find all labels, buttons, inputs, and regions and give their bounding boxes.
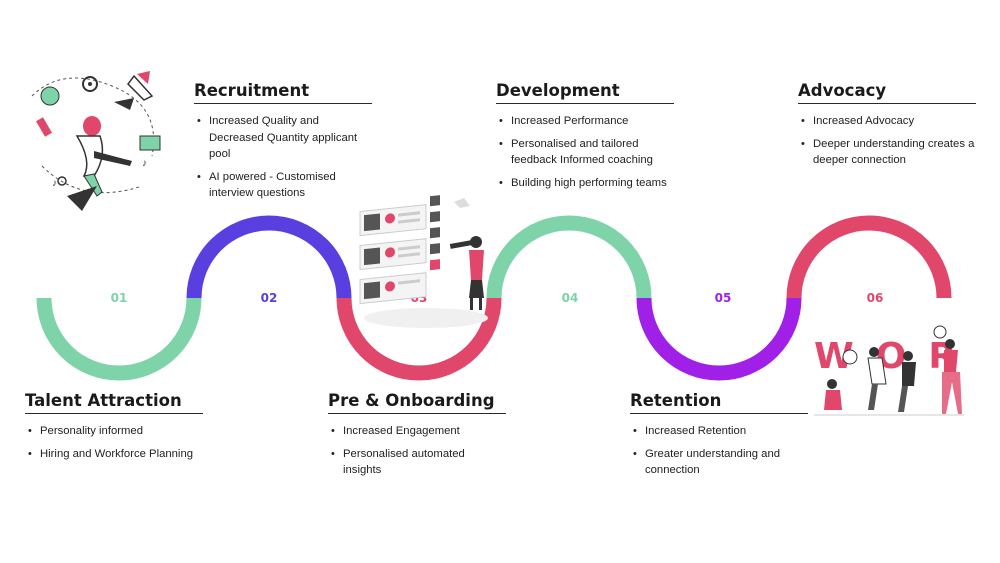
bullet-item: Personality informed [25, 423, 203, 440]
bullet-item: Personalised and tailored feedback Infor… [496, 136, 674, 169]
wave-segment-01 [36, 297, 202, 381]
stage-number-06: 06 [866, 291, 884, 305]
bullet-item: Deeper understanding creates a deeper co… [798, 136, 976, 169]
stage-bullets: Increased Retention Greater understandin… [630, 423, 808, 479]
stage-bullets: Increased Quality and Decreased Quantity… [194, 113, 372, 202]
stage-title: Recruitment [194, 81, 372, 104]
stage-title: Advocacy [798, 81, 976, 104]
telescope-screens-illustration [359, 195, 488, 328]
stage-number-02: 02 [260, 291, 278, 305]
stage-bullets: Increased Engagement Personalised automa… [328, 423, 506, 479]
stage-title: Retention [630, 391, 808, 414]
rocket-person-illustration: ♪ ♪ [31, 71, 161, 211]
stage-title: Pre & Onboarding [328, 391, 506, 414]
stage-advocacy: Advocacy Increased Advocacy Deeper under… [798, 81, 976, 175]
stage-development: Development Increased Performance Person… [496, 81, 674, 197]
stage-bullets: Personality informed Hiring and Workforc… [25, 423, 203, 462]
stage-title: Talent Attraction [25, 391, 203, 414]
wave-segment-06 [786, 215, 952, 299]
stage-number-01: 01 [110, 291, 128, 305]
wave-segment-02 [186, 215, 352, 299]
svg-text:♪: ♪ [52, 178, 57, 189]
wave-segment-04 [486, 215, 652, 299]
wave-segment-05 [636, 297, 802, 381]
bullet-item: Personalised automated insights [328, 446, 506, 479]
wave-segment-03 [336, 297, 502, 381]
work-letters-team-illustration: WORK [814, 325, 970, 416]
bullet-item: Increased Performance [496, 113, 674, 130]
stage-talent-attraction: Talent Attraction Personality informed H… [25, 391, 203, 468]
stage-number-05: 05 [714, 291, 732, 305]
stage-number-04: 04 [561, 291, 579, 305]
bullet-item: Increased Quality and Decreased Quantity… [194, 113, 372, 163]
stage-recruitment: Recruitment Increased Quality and Decrea… [194, 81, 372, 208]
bullet-item: Hiring and Workforce Planning [25, 446, 203, 463]
bullet-item: AI powered - Customised interview questi… [194, 169, 372, 202]
stage-retention: Retention Increased Retention Greater un… [630, 391, 808, 485]
stage-bullets: Increased Performance Personalised and t… [496, 113, 674, 191]
bullet-item: Increased Advocacy [798, 113, 976, 130]
stage-title: Development [496, 81, 674, 104]
bullet-item: Greater understanding and connection [630, 446, 808, 479]
bullet-item: Building high performing teams [496, 175, 674, 192]
bullet-item: Increased Engagement [328, 423, 506, 440]
bullet-item: Increased Retention [630, 423, 808, 440]
stage-bullets: Increased Advocacy Deeper understanding … [798, 113, 976, 169]
svg-text:♪: ♪ [142, 158, 147, 169]
stage-pre-onboarding: Pre & Onboarding Increased Engagement Pe… [328, 391, 506, 485]
